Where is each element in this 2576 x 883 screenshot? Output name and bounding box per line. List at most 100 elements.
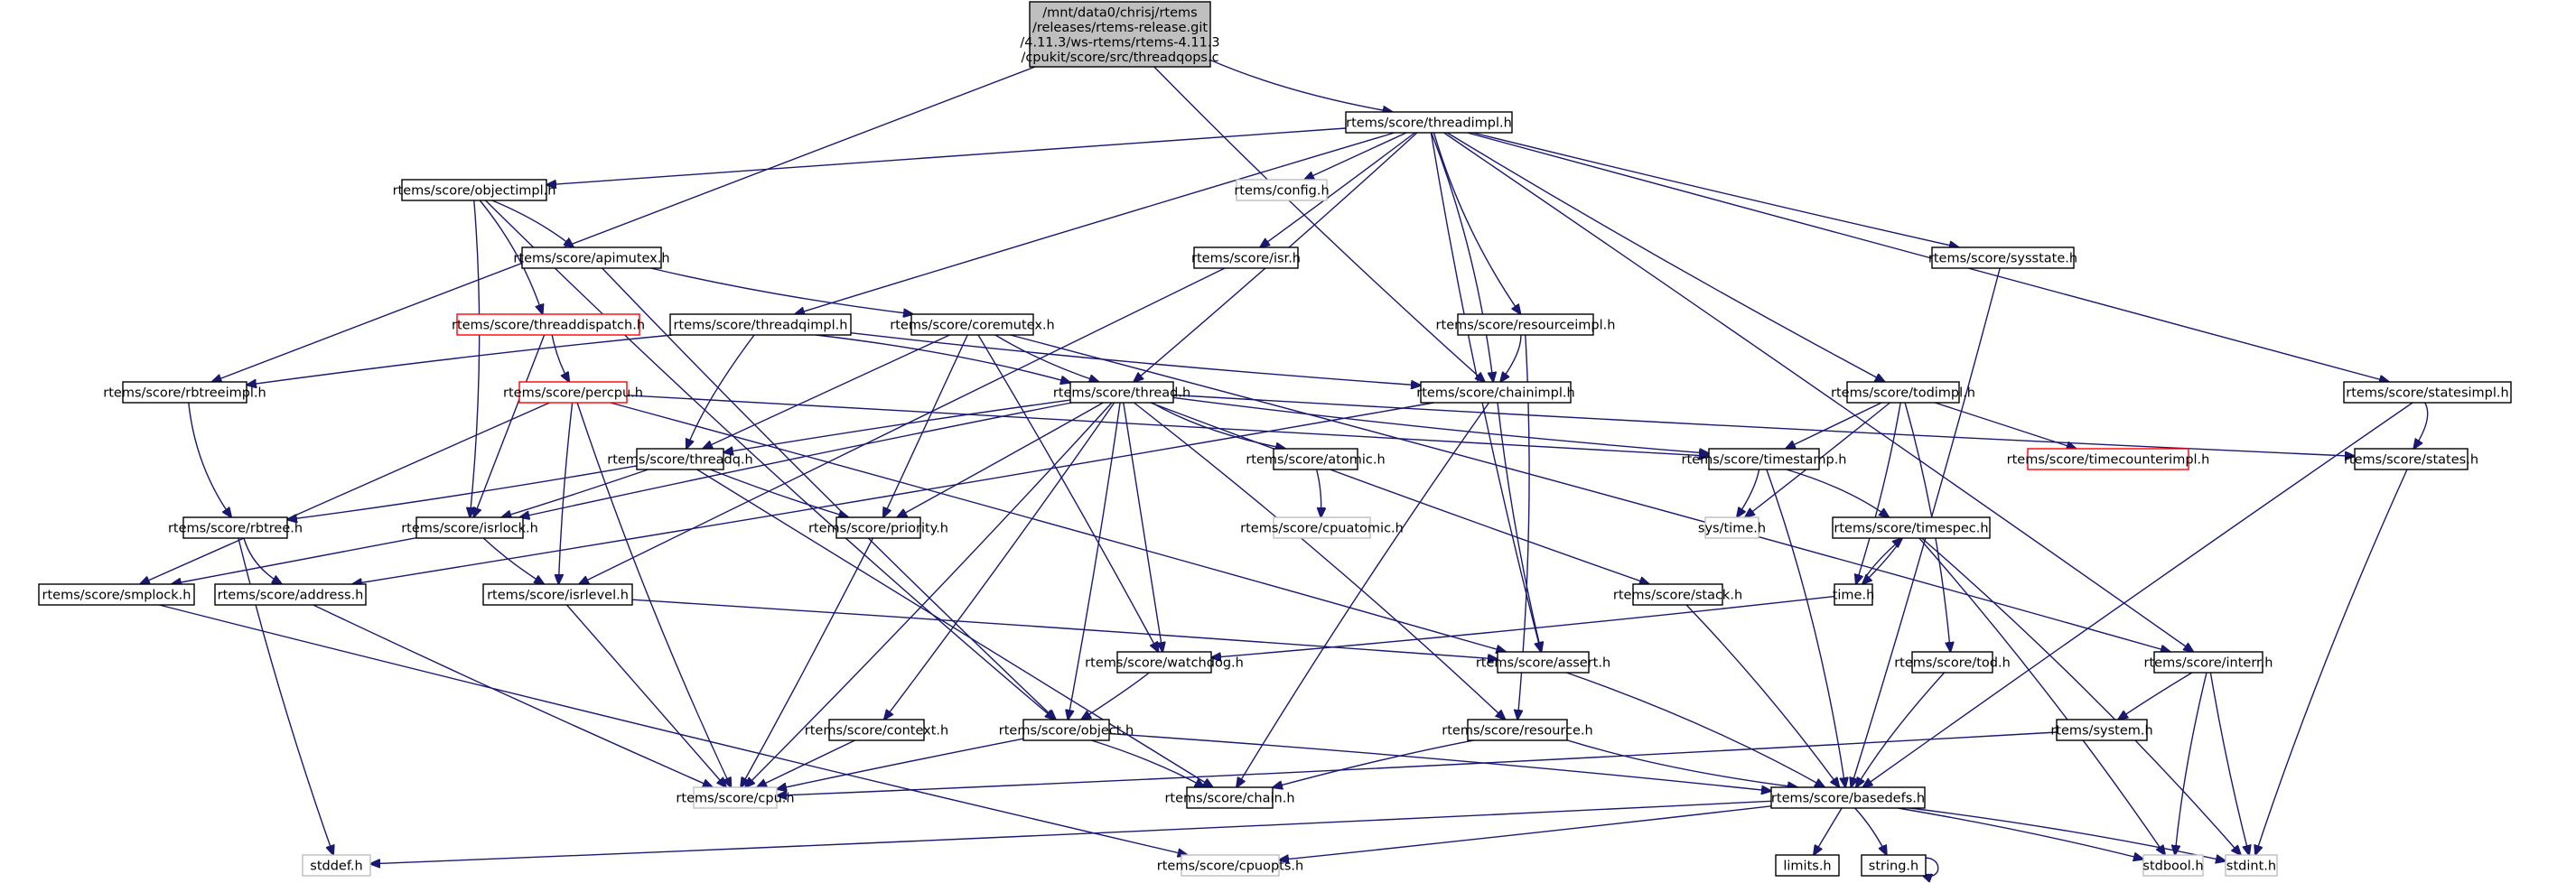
- node-watchdog[interactable]: rtems/score/watchdog.h: [1085, 651, 1244, 674]
- edge-resource-to-chain: [1273, 739, 1474, 787]
- node-thread[interactable]: rtems/score/thread.h: [1053, 381, 1190, 404]
- edge-threadqimpl-to-rbtreeimpl: [247, 334, 673, 385]
- edge-basedefs-to-stdbool: [1898, 807, 2143, 860]
- node-rbtree[interactable]: rtems/score/rbtree.h: [168, 516, 303, 539]
- node-label: rtems/score/cpuopts.h: [1157, 860, 1303, 874]
- edge-states-to-stdint: [2255, 469, 2408, 855]
- edge-percpu-to-smplock: [140, 402, 550, 584]
- edge-percpu-to-cpu: [576, 402, 731, 787]
- edge-thread-to-cpu: [745, 402, 1113, 787]
- node-objectimpl[interactable]: rtems/score/objectimpl.h: [393, 179, 556, 201]
- node-states[interactable]: rtems/score/states.h: [2344, 448, 2478, 470]
- node-box: [1467, 719, 1568, 741]
- node-config[interactable]: rtems/config.h: [1234, 179, 1330, 201]
- node-box: [1029, 1, 1211, 68]
- node-label: rtems/score/isr.h: [1191, 252, 1301, 266]
- node-chain[interactable]: rtems/score/chain.h: [1164, 786, 1295, 809]
- node-label: rtems/score/threadqimpl.h: [674, 319, 848, 333]
- node-priority[interactable]: rtems/score/priority.h: [808, 516, 948, 539]
- node-box: [1236, 179, 1328, 201]
- node-systime[interactable]: sys/time.h: [1698, 516, 1766, 539]
- node-box: [1069, 381, 1174, 404]
- node-isr[interactable]: rtems/score/isr.h: [1191, 246, 1301, 269]
- node-statesimpl[interactable]: rtems/score/statesimpl.h: [2343, 381, 2512, 404]
- node-box: [1704, 516, 1759, 539]
- edge-priority-to-cpu: [741, 537, 874, 787]
- node-box: [521, 246, 662, 269]
- edge-timespec-to-timeh: [1862, 537, 1903, 584]
- edge-resourceimpl-to-chainimpl: [1500, 334, 1522, 382]
- node-cpu[interactable]: rtems/score/cpu.h: [676, 786, 795, 809]
- node-timecounterimpl[interactable]: rtems/score/timecounterimpl.h: [2007, 448, 2210, 470]
- edge-threadimpl-to-resourceimpl: [1433, 132, 1521, 314]
- node-apimutex[interactable]: rtems/score/apimutex.h: [513, 246, 670, 269]
- edge-isrlevel-to-assert: [631, 599, 1498, 659]
- node-threadqimpl[interactable]: rtems/score/threadqimpl.h: [669, 313, 852, 336]
- node-interr[interactable]: rtems/score/interr.h: [2144, 651, 2273, 674]
- node-label: rtems/score/chainimpl.h: [1416, 386, 1574, 401]
- node-stdint[interactable]: stdint.h: [2225, 854, 2278, 877]
- node-box: [1775, 854, 1840, 877]
- node-box: [2343, 381, 2512, 404]
- node-box: [182, 516, 288, 539]
- node-box: [1708, 448, 1820, 470]
- node-address[interactable]: rtems/score/address.h: [214, 583, 367, 606]
- node-label: rtems/score/stack.h: [1613, 589, 1742, 603]
- edge-threadimpl-to-interr: [1443, 132, 2194, 652]
- edge-threadqimpl-to-chainimpl: [850, 332, 1421, 386]
- edge-threaddispatch-to-isrlock: [473, 334, 546, 517]
- nodes-layer: /mnt/data0/chrisj/rtems/releases/rtems-r…: [38, 1, 2512, 877]
- node-resourceimpl[interactable]: rtems/score/resourceimpl.h: [1436, 313, 1616, 336]
- node-box: [38, 583, 195, 606]
- node-timestamp[interactable]: rtems/score/timestamp.h: [1682, 448, 1847, 470]
- node-isrlock[interactable]: rtems/score/isrlock.h: [401, 516, 538, 539]
- node-basedefs[interactable]: rtems/score/basedefs.h: [1770, 786, 1926, 809]
- node-chainimpl[interactable]: rtems/score/chainimpl.h: [1416, 381, 1575, 404]
- node-percpu[interactable]: rtems/score/percpu.h: [503, 381, 643, 404]
- edge-todimpl-to-timeh: [1856, 402, 1901, 584]
- node-isrlevel[interactable]: rtems/score/isrlevel.h: [482, 583, 633, 606]
- node-stack[interactable]: rtems/score/stack.h: [1613, 583, 1742, 606]
- edge-chainimpl-to-address: [352, 402, 1434, 584]
- node-box: [2142, 854, 2204, 877]
- node-label: rtems/score/timespec.h: [1834, 522, 1988, 536]
- node-threadq[interactable]: rtems/score/threadq.h: [607, 448, 753, 470]
- edge-threadimpl-to-chainimpl: [1431, 132, 1493, 382]
- node-cpuopts[interactable]: rtems/score/cpuopts.h: [1157, 854, 1303, 877]
- node-label: rtems/score/isrlock.h: [401, 522, 538, 536]
- node-threadimpl[interactable]: rtems/score/threadimpl.h: [1345, 111, 1513, 134]
- node-tod[interactable]: rtems/score/tod.h: [1894, 651, 2011, 674]
- node-cpuatomic[interactable]: rtems/score/cpuatomic.h: [1240, 516, 1404, 539]
- node-smplock[interactable]: rtems/score/smplock.h: [38, 583, 195, 606]
- edge-percpu-to-assert: [610, 402, 1506, 652]
- node-stdbool[interactable]: stdbool.h: [2142, 854, 2204, 877]
- node-box: [636, 448, 724, 470]
- node-threaddispatch[interactable]: rtems/score/threaddispatch.h: [452, 313, 645, 336]
- node-object[interactable]: rtems/score/object.h: [999, 719, 1134, 741]
- node-context[interactable]: rtems/score/context.h: [805, 719, 948, 741]
- edge-address-to-cpu: [313, 604, 713, 787]
- node-limits[interactable]: limits.h: [1775, 854, 1840, 877]
- node-stddef[interactable]: stddef.h: [302, 854, 371, 877]
- node-resource[interactable]: rtems/score/resource.h: [1442, 719, 1593, 741]
- edge-isrlevel-to-cpu: [565, 604, 727, 787]
- node-atomic[interactable]: rtems/score/atomic.h: [1246, 448, 1386, 470]
- node-string[interactable]: string.h: [1861, 854, 1927, 877]
- node-timeh[interactable]: time.h: [1833, 583, 1875, 606]
- node-rbtreeimpl[interactable]: rtems/score/rbtreeimpl.h: [103, 381, 266, 404]
- node-assert[interactable]: rtems/score/assert.h: [1476, 651, 1610, 674]
- edge-threadq-to-isrlock: [501, 469, 649, 517]
- node-coremutex[interactable]: rtems/score/coremutex.h: [890, 313, 1055, 336]
- edge-chainimpl-to-assert: [1497, 402, 1542, 652]
- node-box: [1931, 246, 2075, 269]
- node-todimpl[interactable]: rtems/score/todimpl.h: [1831, 381, 1975, 404]
- node-box: [482, 583, 633, 606]
- node-label: stdint.h: [2226, 860, 2276, 874]
- node-box: [1420, 381, 1572, 404]
- node-timespec[interactable]: rtems/score/timespec.h: [1832, 516, 1991, 539]
- node-sysstate[interactable]: rtems/score/sysstate.h: [1928, 246, 2077, 269]
- edge-threadq-to-priority: [709, 469, 848, 517]
- node-system[interactable]: rtems/system.h: [2050, 719, 2153, 741]
- node-label: rtems/score/percpu.h: [503, 386, 643, 401]
- node-label: rtems/score/object.h: [999, 724, 1134, 739]
